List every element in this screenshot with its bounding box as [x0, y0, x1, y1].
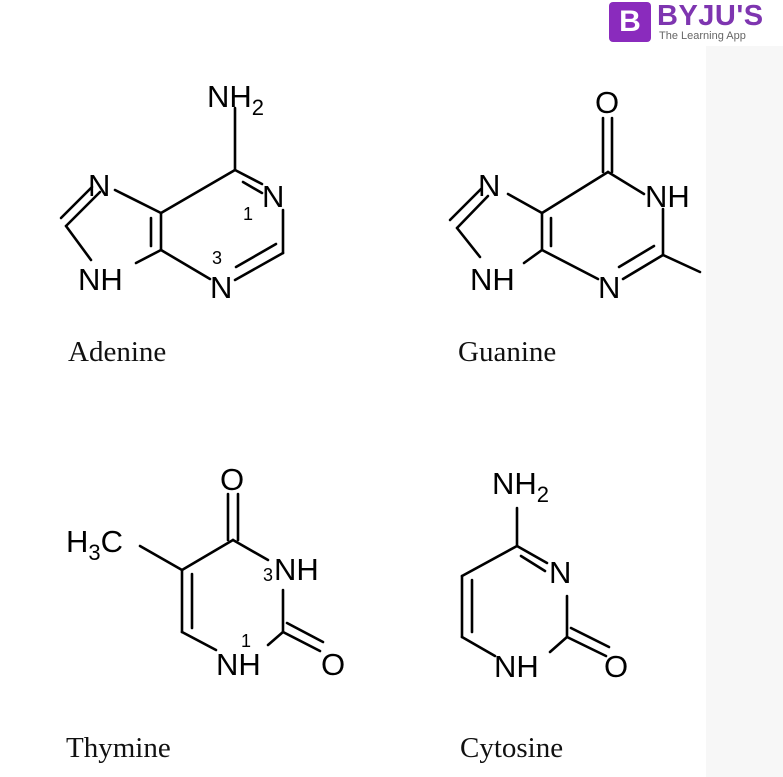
adenine-position-1: 1 — [243, 204, 253, 224]
thymine-caption: Thymine — [66, 732, 171, 764]
logo-badge-icon: B — [609, 2, 651, 42]
adenine-bonds — [59, 106, 285, 282]
cytosine-oxygen-label: O — [604, 649, 628, 684]
guanine-bonds — [448, 116, 702, 281]
adenine-imidazole-n-label: N — [88, 168, 110, 203]
cytosine-nh2-label: NH2 — [492, 466, 549, 507]
guanine-caption: Guanine — [458, 336, 557, 368]
thymine-n1-label: NH — [216, 647, 261, 682]
guanine-ring-nh-label: NH — [645, 179, 690, 214]
thymine-position-3: 3 — [263, 565, 273, 585]
cytosine-bonds — [460, 506, 611, 658]
adenine-imidazole-nh-label: NH — [78, 262, 123, 297]
cytosine-caption: Cytosine — [460, 732, 564, 764]
logo-wordmark: BYJU'S — [657, 0, 764, 32]
adenine-n1-label: N — [262, 179, 284, 214]
adenine-n3-label: N — [210, 270, 232, 305]
cytosine-ring-n-label: N — [549, 555, 571, 590]
adenine-nh2-label: NH2 — [207, 79, 264, 120]
thymine-position-1: 1 — [241, 631, 251, 651]
thymine-n3-label: NH — [274, 552, 319, 587]
adenine-position-3: 3 — [212, 248, 222, 268]
adenine-caption: Adenine — [68, 336, 167, 368]
guanine-ring-n-label: N — [598, 270, 620, 305]
guanine-oxygen-label: O — [595, 85, 619, 120]
thymine-methyl-label: H3C — [66, 524, 123, 565]
guanine-imidazole-n-label: N — [478, 168, 500, 203]
logo-tagline: The Learning App — [659, 30, 746, 42]
byjus-logo: B BYJU'S The Learning App — [609, 0, 783, 46]
right-background-strip — [706, 0, 783, 777]
thymine-top-oxygen-label: O — [220, 462, 244, 497]
cytosine-ring-nh-label: NH — [494, 649, 539, 684]
guanine-imidazole-nh-label: NH — [470, 262, 515, 297]
thymine-bonds — [138, 492, 325, 653]
thymine-right-oxygen-label: O — [321, 647, 345, 682]
